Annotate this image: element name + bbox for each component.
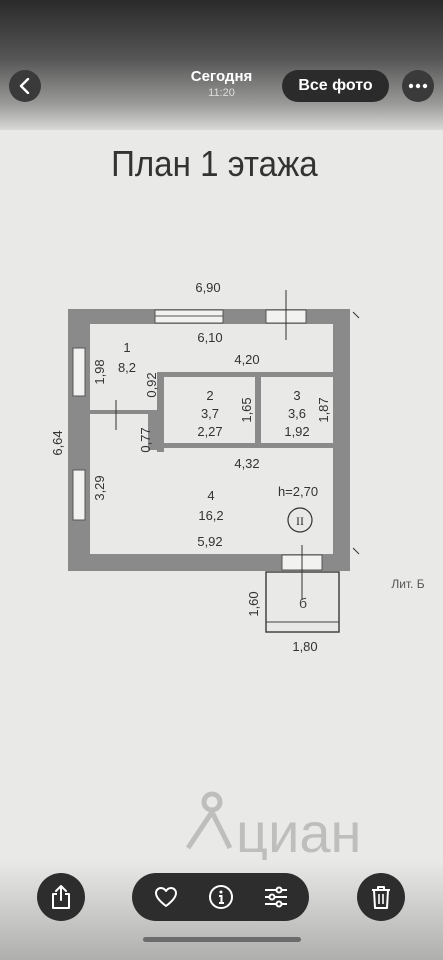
outer-walls [68,309,350,571]
watermark: циан ID 321654427 [236,801,361,860]
room1-area: 8,2 [118,360,136,375]
marker-circle [287,507,313,533]
share-icon [52,885,70,909]
trash-icon [372,886,390,909]
room3-num: 3 [293,388,300,403]
favorite-button[interactable] [148,879,184,915]
dim-left-total: 6,64 [50,430,65,455]
home-indicator [143,937,301,942]
header-title-group: Сегодня 11:20 [150,68,293,99]
dim-corridor: 0,77 [138,427,153,452]
marker-label: II [296,514,304,528]
info-icon [208,885,233,909]
delete-button[interactable] [357,873,405,921]
info-button[interactable] [203,879,239,915]
header-title: Сегодня [190,68,253,85]
dim-top-inner: 6,10 [197,330,222,345]
watermark-logo-icon [185,791,233,850]
dim-room4-left: 3,29 [92,475,107,500]
room3-area: 3,6 [288,406,306,421]
chevron-left-icon [19,78,30,94]
porch-label: б [299,595,307,611]
top-bar [0,0,443,130]
room2-w: 2,27 [197,424,222,439]
all-photos-button[interactable]: Все фото [282,70,389,102]
dim-porch-h: 1,60 [246,591,261,616]
height-label: h=2,70 [278,484,318,499]
room2-num: 2 [206,388,213,403]
more-icon [408,83,428,89]
heart-icon [154,887,177,907]
room4-area: 16,2 [198,508,223,523]
plan-heading: План 1 этажа [111,145,318,185]
inner-walls [90,372,333,452]
room3-w: 1,92 [284,424,309,439]
room4-num: 4 [207,488,214,503]
adjust-icon [264,886,287,908]
room4-bottom: 5,92 [197,534,222,549]
dim-mid: 4,20 [234,352,259,367]
porch-w: 1,80 [292,639,317,654]
adjust-button[interactable] [258,879,294,915]
dim-left-room1: 1,98 [92,359,107,384]
action-pill [132,873,309,921]
lit-label: Лит. Б [391,577,424,591]
watermark-brand: циан [236,801,361,860]
room2-area: 3,7 [201,406,219,421]
dim-room2-h: 1,65 [239,397,254,422]
dim-room3-h: 1,87 [316,397,331,422]
header-time: 11:20 [208,87,235,99]
more-button[interactable] [402,70,434,102]
room4-top: 4,32 [234,456,259,471]
room1-num: 1 [123,340,130,355]
dim-gap: 0,92 [144,372,159,397]
floor-plan: План 1 этажа б 6,90 6,10 4,20 1 [50,145,425,860]
share-button[interactable] [37,873,85,921]
dim-top-outer: 6,90 [195,280,220,295]
back-button[interactable] [9,70,41,102]
